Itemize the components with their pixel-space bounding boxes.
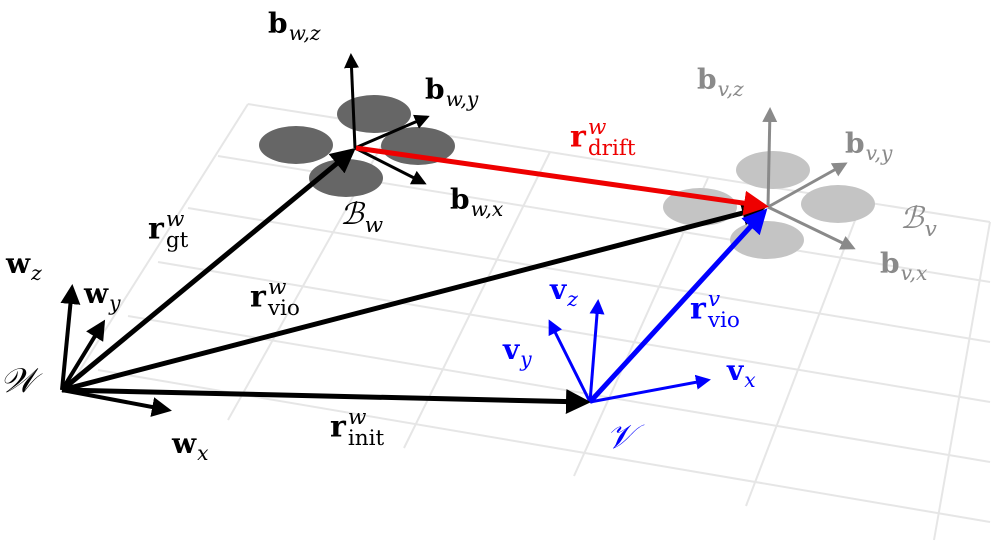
label-r-init-sup: w bbox=[347, 405, 367, 430]
grid-line bbox=[157, 261, 991, 403]
ground-grid bbox=[65, 103, 991, 541]
label-body-vio-sub: v bbox=[924, 216, 937, 242]
label-r-vio-world-sub: vio bbox=[267, 295, 300, 321]
label-w-z-sub: z bbox=[31, 261, 42, 286]
label-bv-y-sub: v,y bbox=[865, 141, 893, 166]
label-r-vio-local-symbol: r bbox=[690, 291, 706, 327]
label-body-gt-sub: w bbox=[364, 212, 384, 238]
bv-z-axis bbox=[762, 107, 778, 208]
body-gt-axes bbox=[344, 53, 430, 185]
bw-x-axis bbox=[354, 146, 427, 185]
label-bv-x: bv,x bbox=[880, 247, 927, 284]
label-r-gt-symbol: r bbox=[148, 211, 164, 247]
label-r-drift-symbol: r bbox=[570, 119, 586, 155]
world-axes bbox=[60, 284, 172, 417]
label-body-vio-name: ℬ bbox=[900, 201, 924, 236]
drone-rotor bbox=[259, 126, 333, 164]
label-v-x-symbol: v bbox=[727, 354, 744, 387]
w-z-axis bbox=[60, 284, 81, 391]
v-y-axis bbox=[548, 319, 592, 403]
label-w-y-symbol: w bbox=[84, 277, 109, 310]
label-w-y: wy bbox=[84, 277, 121, 314]
drone-rotor bbox=[337, 95, 411, 133]
vector-r-drift bbox=[355, 145, 769, 216]
label-bw-y-symbol: b bbox=[425, 73, 445, 106]
vector-r-vio-world bbox=[61, 200, 767, 393]
label-bw-x: bw,x bbox=[450, 183, 503, 220]
label-bv-x-symbol: b bbox=[880, 247, 900, 280]
label-bw-y-sub: w,y bbox=[445, 87, 479, 112]
label-r-vio-world-symbol: r bbox=[250, 279, 266, 315]
label-bw-x-symbol: b bbox=[450, 183, 470, 216]
label-bv-y-symbol: b bbox=[845, 127, 865, 160]
label-bv-z-symbol: b bbox=[697, 63, 717, 96]
drone-rotor bbox=[736, 151, 810, 189]
label-bw-x-sub: w,x bbox=[470, 197, 504, 222]
grid-line bbox=[745, 201, 863, 507]
label-w-x-sub: x bbox=[197, 441, 209, 466]
vector-r-init bbox=[61, 387, 591, 415]
label-bw-z: bw,z bbox=[268, 7, 320, 44]
label-r-gt-sup: w bbox=[165, 207, 185, 232]
label-w-y-sub: y bbox=[109, 291, 121, 316]
label-w-z: wz bbox=[6, 247, 42, 284]
w-y-axis bbox=[60, 319, 106, 392]
grid-line bbox=[187, 207, 991, 343]
label-r-init-sub: init bbox=[347, 425, 385, 451]
label-body-gt-name: ℬ bbox=[340, 197, 364, 232]
label-body-vio-frame: ℬv bbox=[900, 201, 937, 240]
label-r-vio-world-sup: w bbox=[267, 275, 287, 300]
label-r-vio-local-sub: vio bbox=[707, 307, 740, 333]
v-x-axis bbox=[589, 374, 711, 404]
label-vio-name: 𝒱 bbox=[606, 417, 635, 457]
bw-z-axis bbox=[344, 53, 360, 149]
vio-axes bbox=[548, 299, 711, 404]
grid-line bbox=[933, 221, 991, 541]
label-v-y-sub: y bbox=[520, 347, 532, 372]
label-body-gt-frame: ℬw bbox=[340, 197, 383, 236]
label-r-gt-sub: gt bbox=[165, 227, 189, 253]
label-w-x: wx bbox=[172, 427, 208, 464]
label-v-x-sub: x bbox=[744, 368, 756, 393]
label-r-init-symbol: r bbox=[330, 409, 346, 445]
grid-line bbox=[65, 103, 249, 393]
label-v-z-symbol: v bbox=[550, 273, 567, 306]
v-z-axis bbox=[588, 299, 605, 403]
label-v-y: vy bbox=[503, 333, 532, 370]
label-bw-z-sub: w,z bbox=[288, 21, 321, 46]
label-r-drift-sup: w bbox=[587, 115, 607, 140]
label-bv-x-sub: v,x bbox=[900, 261, 928, 286]
label-vio-frame: 𝒱 bbox=[606, 420, 634, 454]
label-v-z: vz bbox=[550, 273, 578, 310]
label-bv-z-sub: v,z bbox=[717, 77, 744, 102]
label-v-z-sub: z bbox=[567, 287, 578, 312]
label-bw-y: bw,y bbox=[425, 73, 478, 110]
vector-r-gt bbox=[60, 147, 356, 392]
label-bw-z-symbol: b bbox=[268, 7, 288, 40]
label-r-drift-sub: drift bbox=[587, 135, 636, 161]
label-w-x-symbol: w bbox=[172, 427, 197, 460]
bw-y-axis bbox=[354, 114, 430, 150]
drone-rotor bbox=[801, 185, 875, 223]
label-w-z-symbol: w bbox=[6, 247, 31, 280]
label-bv-y: bv,y bbox=[845, 127, 892, 164]
label-r-vio-local-sup: v bbox=[707, 287, 721, 312]
label-world-frame: 𝒲 bbox=[0, 364, 36, 398]
label-v-x: vx bbox=[727, 354, 756, 391]
bv-x-axis bbox=[767, 205, 856, 250]
label-world-name: 𝒲 bbox=[0, 361, 36, 401]
label-v-y-symbol: v bbox=[503, 333, 520, 366]
vector-r-vio-local bbox=[588, 208, 768, 404]
label-bv-z: bv,z bbox=[697, 63, 744, 100]
bv-y-axis bbox=[767, 162, 848, 209]
w-x-axis bbox=[61, 388, 172, 417]
